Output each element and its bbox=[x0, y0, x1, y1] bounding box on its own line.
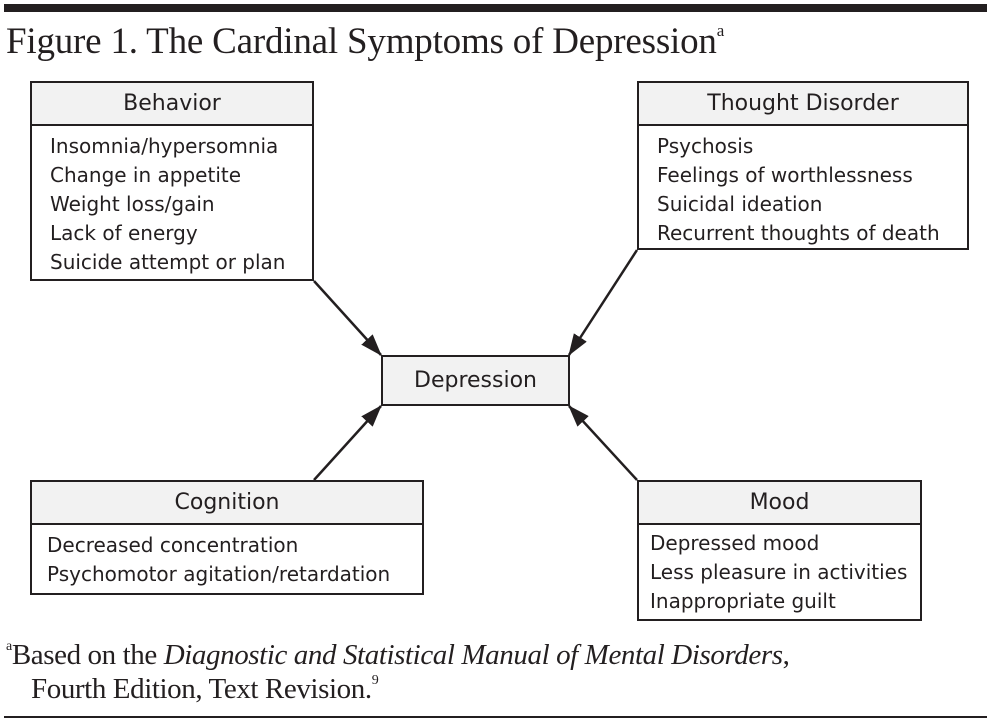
arrow-thought-disorder-to-depression bbox=[567, 249, 639, 356]
figure-title: Figure 1. The Cardinal Symptoms of Depre… bbox=[6, 18, 724, 66]
footnote-line-2: Fourth Edition, Text Revision.9 bbox=[6, 672, 789, 706]
behavior-item: Insomnia/hypersomnia bbox=[50, 134, 279, 158]
thought-disorder-item: Recurrent thoughts of death bbox=[657, 221, 940, 245]
footnote-edition: Fourth Edition, Text Revision. bbox=[31, 673, 372, 705]
title-footnote-marker: a bbox=[716, 21, 725, 40]
behavior-box-title: Behavior bbox=[32, 83, 312, 126]
footnote-prefix: Based on the bbox=[11, 639, 164, 671]
footnote-reference: 9 bbox=[371, 673, 379, 688]
behavior-box-items: Insomnia/hypersomnia Change in appetite … bbox=[32, 126, 312, 277]
mood-box: Mood Depressed mood Less pleasure in act… bbox=[637, 480, 922, 621]
footnote-marker: a bbox=[6, 639, 12, 654]
thought-disorder-item: Feelings of worthlessness bbox=[657, 163, 913, 187]
mood-item: Less pleasure in activities bbox=[650, 560, 908, 584]
thought-disorder-item: Suicidal ideation bbox=[657, 192, 823, 216]
mood-box-items: Depressed mood Less pleasure in activiti… bbox=[639, 525, 920, 616]
behavior-item: Weight loss/gain bbox=[50, 192, 215, 216]
footnote-source-title: Diagnostic and Statistical Manual of Men… bbox=[163, 639, 783, 671]
cognition-item: Psychomotor agitation/retardation bbox=[47, 562, 391, 586]
depression-node: Depression bbox=[381, 355, 570, 406]
cognition-box-items: Decreased concentration Psychomotor agit… bbox=[32, 525, 422, 589]
thought-disorder-box-items: Psychosis Feelings of worthlessness Suic… bbox=[639, 126, 967, 248]
footnote-suffix: , bbox=[782, 639, 790, 671]
mood-item: Inappropriate guilt bbox=[650, 589, 836, 613]
arrow-behavior-to-depression bbox=[313, 280, 382, 356]
behavior-item: Change in appetite bbox=[50, 163, 242, 187]
behavior-item: Suicide attempt or plan bbox=[50, 250, 286, 274]
top-rule bbox=[4, 4, 987, 12]
thought-disorder-box-title: Thought Disorder bbox=[639, 83, 967, 126]
mood-item: Depressed mood bbox=[650, 531, 820, 555]
footnote: aBased on the Diagnostic and Statistical… bbox=[6, 638, 790, 706]
behavior-item: Lack of energy bbox=[50, 221, 198, 245]
figure-title-text: Figure 1. The Cardinal Symptoms of Depre… bbox=[6, 21, 717, 62]
bottom-rule bbox=[4, 716, 987, 718]
cognition-box: Cognition Decreased concentration Psycho… bbox=[30, 480, 424, 595]
thought-disorder-box: Thought Disorder Psychosis Feelings of w… bbox=[637, 81, 969, 250]
arrow-cognition-to-depression bbox=[313, 405, 382, 481]
mood-box-title: Mood bbox=[639, 482, 920, 525]
behavior-box: Behavior Insomnia/hypersomnia Change in … bbox=[30, 81, 314, 281]
arrow-mood-to-depression bbox=[568, 405, 638, 481]
cognition-box-title: Cognition bbox=[32, 482, 422, 525]
thought-disorder-item: Psychosis bbox=[657, 134, 754, 158]
cognition-item: Decreased concentration bbox=[47, 533, 299, 557]
